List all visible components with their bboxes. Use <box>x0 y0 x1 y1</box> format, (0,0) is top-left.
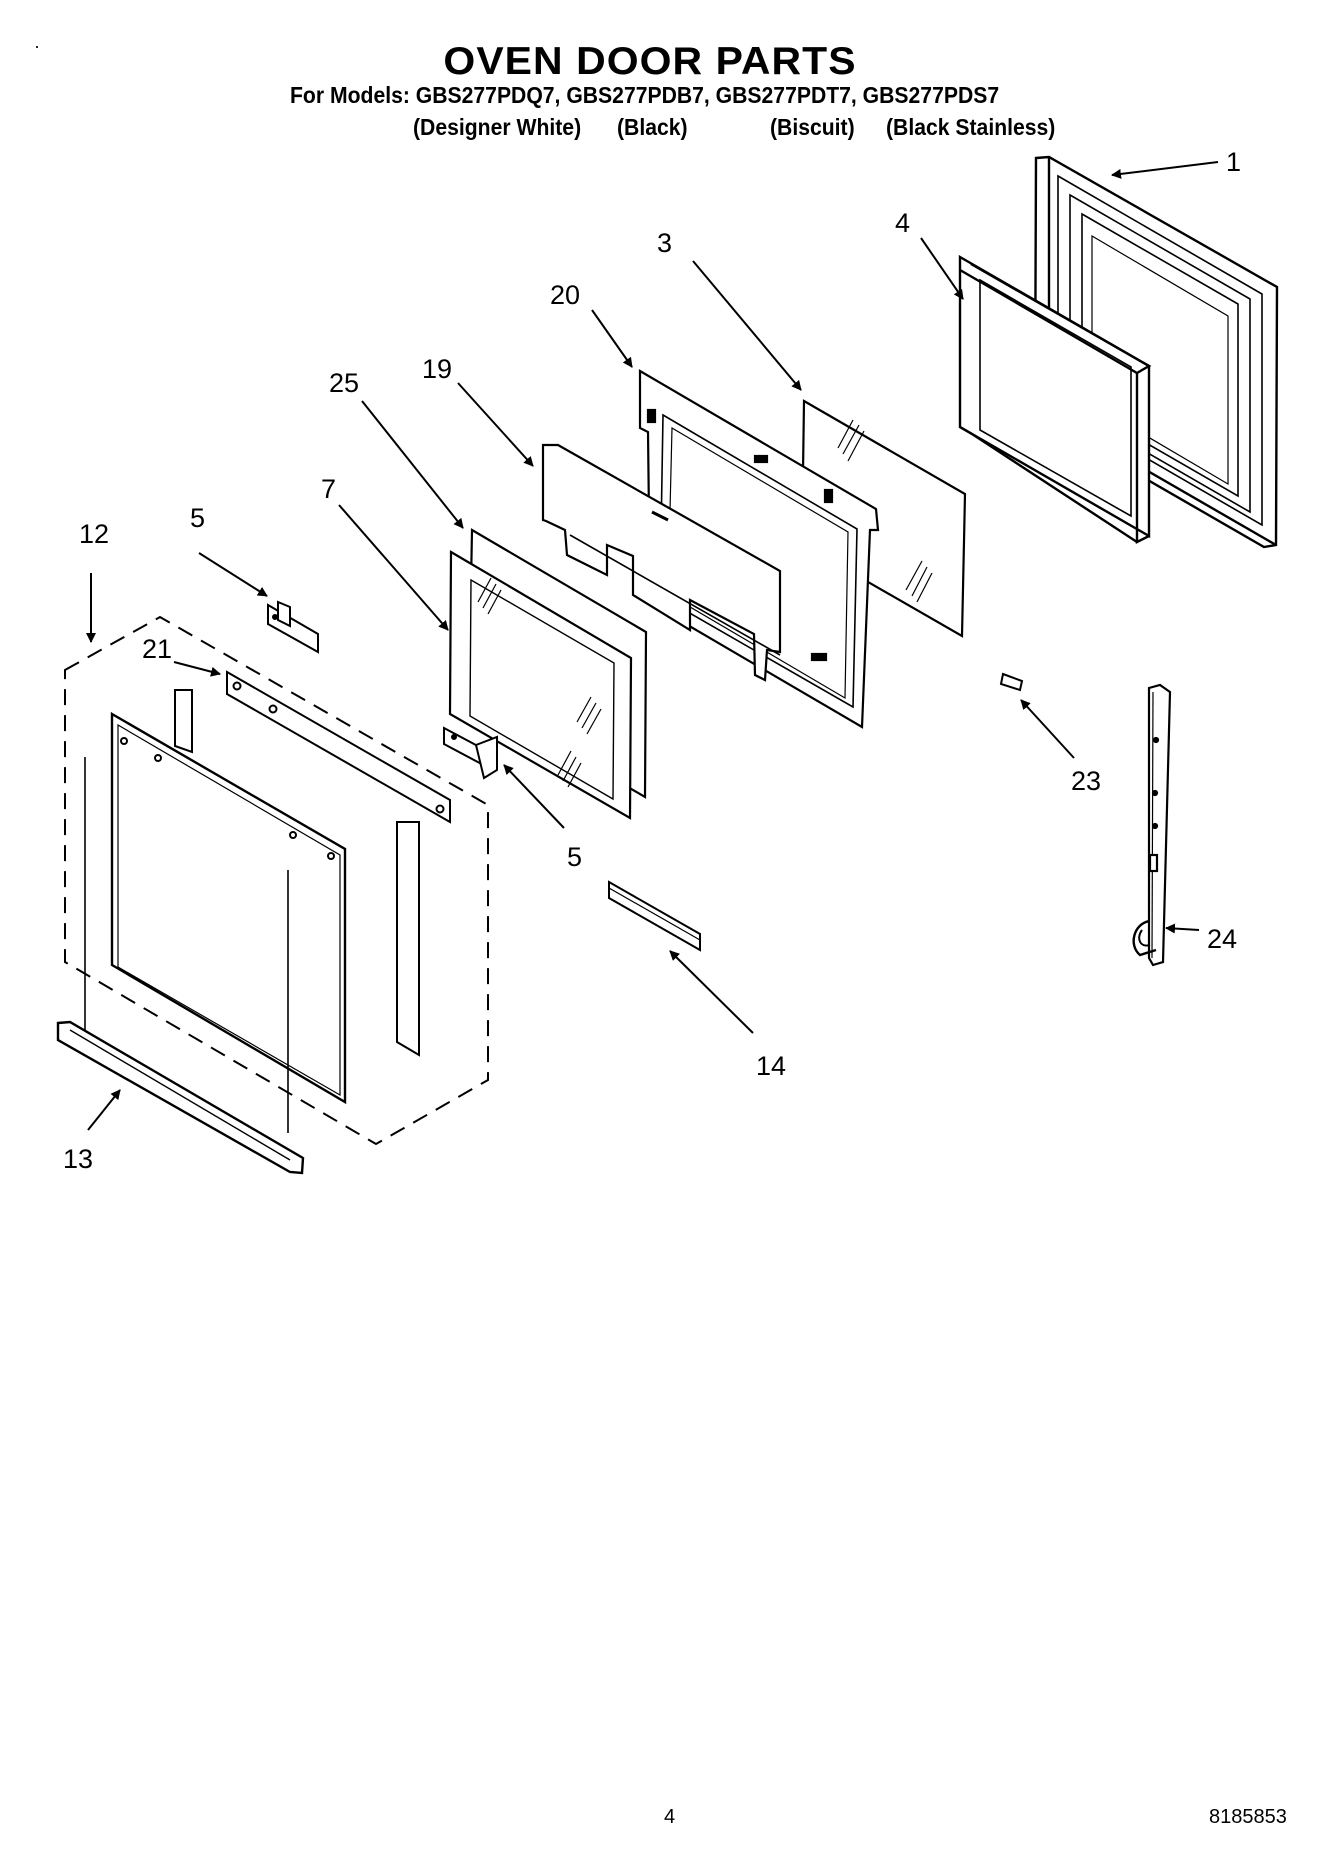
callout-5-lower: 5 <box>567 842 582 872</box>
callout-4: 4 <box>895 208 910 238</box>
corner-mark: · <box>34 36 40 56</box>
variant-biscuit: (Biscuit) <box>770 114 855 140</box>
part-23-clip <box>999 672 1024 692</box>
variant-black-stainless: (Black Stainless) <box>886 114 1056 140</box>
page-number: 4 <box>664 1806 676 1828</box>
variant-black: (Black) <box>617 114 688 140</box>
callout-1: 1 <box>1226 147 1241 177</box>
document-number: 8185853 <box>1209 1806 1287 1828</box>
variant-designer-white: (Designer White) <box>413 114 582 140</box>
callout-13: 13 <box>63 1144 93 1174</box>
callout-12: 12 <box>79 519 109 549</box>
part-12-outer-door-glass-assembly <box>64 615 489 1146</box>
part-5-hinge-bracket-lower <box>443 726 498 780</box>
part-4-door-frame <box>958 254 1152 544</box>
part-13-door-trim <box>56 1020 305 1175</box>
callout-7: 7 <box>321 474 336 504</box>
part-7-inner-glass <box>448 550 633 820</box>
callout-21: 21 <box>142 634 172 664</box>
page-title: OVEN DOOR PARTS <box>443 40 857 83</box>
part-14-door-strip <box>608 880 701 952</box>
leader-lines <box>86 161 1219 1131</box>
callout-19: 19 <box>422 354 452 384</box>
part-5-hinge-bracket-upper <box>267 600 319 654</box>
callout-5-upper: 5 <box>190 503 205 533</box>
callout-25: 25 <box>329 368 359 398</box>
callout-14: 14 <box>756 1051 786 1081</box>
callout-20: 20 <box>550 280 580 310</box>
callout-24: 24 <box>1207 924 1237 954</box>
part-21-door-channel <box>226 670 451 824</box>
callout-23: 23 <box>1071 766 1101 796</box>
part-24-door-hinge <box>1132 683 1172 967</box>
models-line: For Models: GBS277PDQ7, GBS277PDB7, GBS2… <box>290 82 1000 108</box>
callout-3: 3 <box>657 228 672 258</box>
part-19-heat-shield <box>541 443 782 682</box>
